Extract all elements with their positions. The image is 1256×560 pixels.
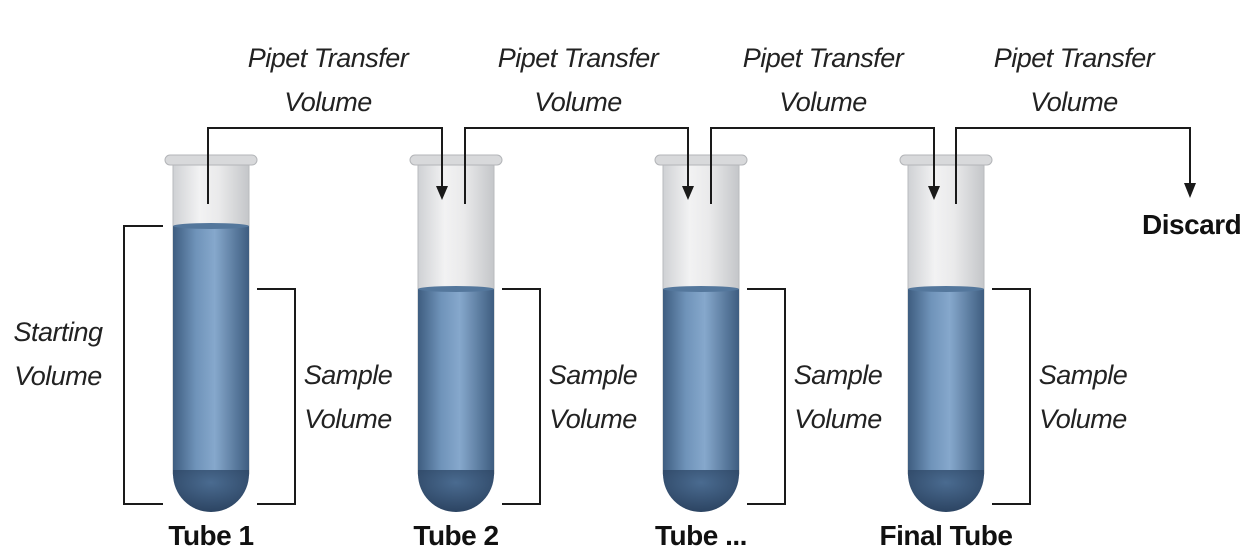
arrow-down-icon [1184,183,1196,198]
pipet-label-line2: Volume [779,87,867,117]
sample-volume-bracket [992,288,1031,505]
pipet-label-line2: Volume [1030,87,1118,117]
tube-name-3: Tube ... [655,520,747,551]
pipet-transfer-label: Pipet Transfer Volume [468,36,688,124]
starting-label-line1: Starting [13,317,103,347]
sample-volume-label: Sample Volume [298,353,398,441]
tube-name-2: Tube 2 [413,520,499,551]
pipet-label-line2: Volume [534,87,622,117]
tube-name-1: Tube 1 [168,520,254,551]
sample-volume-bracket [502,288,541,505]
pipet-label-line1: Pipet Transfer [993,43,1155,73]
sample-volume-label: Sample Volume [543,353,643,441]
sample-label-line2: Volume [1039,404,1127,434]
sample-label-line2: Volume [794,404,882,434]
sample-label-line1: Sample [548,360,638,390]
tube-name-4: Final Tube [879,520,1013,551]
tube-2 [409,154,503,512]
pipet-label-line1: Pipet Transfer [497,43,659,73]
pipet-label-line2: Volume [284,87,372,117]
sample-label-line1: Sample [1038,360,1128,390]
sample-volume-label: Sample Volume [1033,353,1133,441]
pipet-transfer-label: Pipet Transfer Volume [713,36,933,124]
transfer-connector [207,127,1191,204]
sample-label-line2: Volume [549,404,637,434]
sample-volume-bracket [747,288,786,505]
starting-volume-bracket [123,225,163,505]
sample-volume-bracket [257,288,296,505]
arrow-down-icon [928,186,940,200]
pipet-label-line1: Pipet Transfer [247,43,409,73]
sample-volume-label: Sample Volume [788,353,888,441]
sample-label-line1: Sample [793,360,883,390]
pipet-transfer-label: Pipet Transfer Volume [964,36,1184,124]
sample-label-line1: Sample [303,360,393,390]
brackets [123,225,1031,505]
arrowheads [436,183,1196,200]
starting-label-line2: Volume [14,361,102,391]
pipet-label-line1: Pipet Transfer [742,43,904,73]
tube-3 [654,154,748,512]
tube-4 [899,154,993,512]
tube-1 [164,154,258,512]
discard-label: Discard [1142,209,1242,240]
arrow-down-icon [682,186,694,200]
pipet-transfer-label: Pipet Transfer Volume [218,36,438,124]
sample-label-line2: Volume [304,404,392,434]
arrow-down-icon [436,186,448,200]
starting-volume-label: Starting Volume [8,310,108,398]
